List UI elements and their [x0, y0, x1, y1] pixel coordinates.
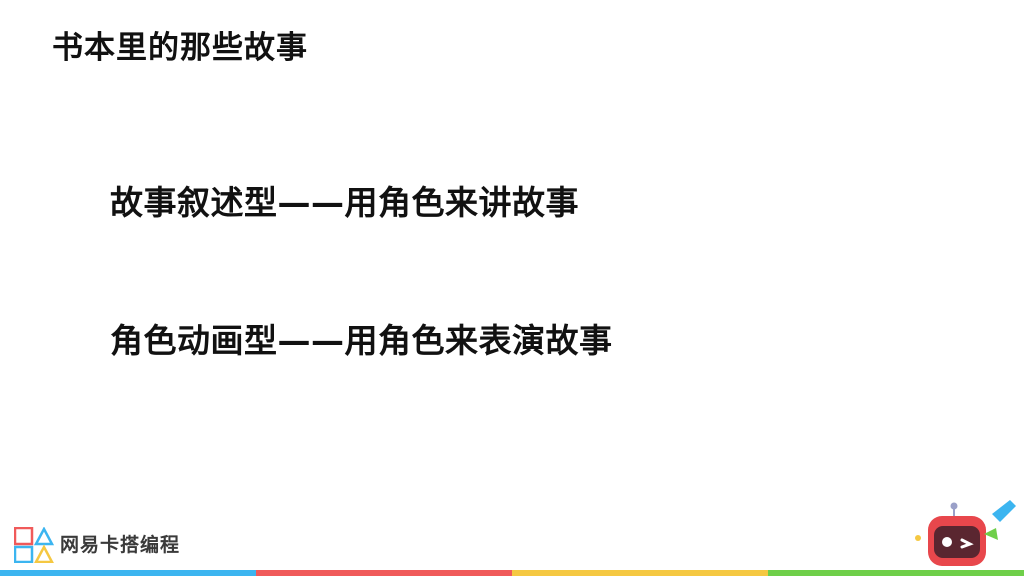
stripe-segment: [768, 570, 1024, 576]
character-animation-line: 角色动画型——用角色来表演故事: [110, 321, 613, 360]
stripe-segment: [0, 570, 256, 576]
stripe-segment: [256, 570, 512, 576]
brand-logo: 网易卡搭编程: [14, 527, 180, 563]
footer-color-stripe: [0, 570, 1024, 576]
stripe-segment: [512, 570, 768, 576]
brand-name: 网易卡搭编程: [60, 534, 181, 556]
kada-logo-icon: [14, 527, 54, 563]
page-title: 书本里的那些故事: [52, 30, 308, 66]
robot-mascot-icon: [910, 500, 1020, 570]
story-narrative-line: 故事叙述型——用角色来讲故事: [110, 183, 579, 222]
